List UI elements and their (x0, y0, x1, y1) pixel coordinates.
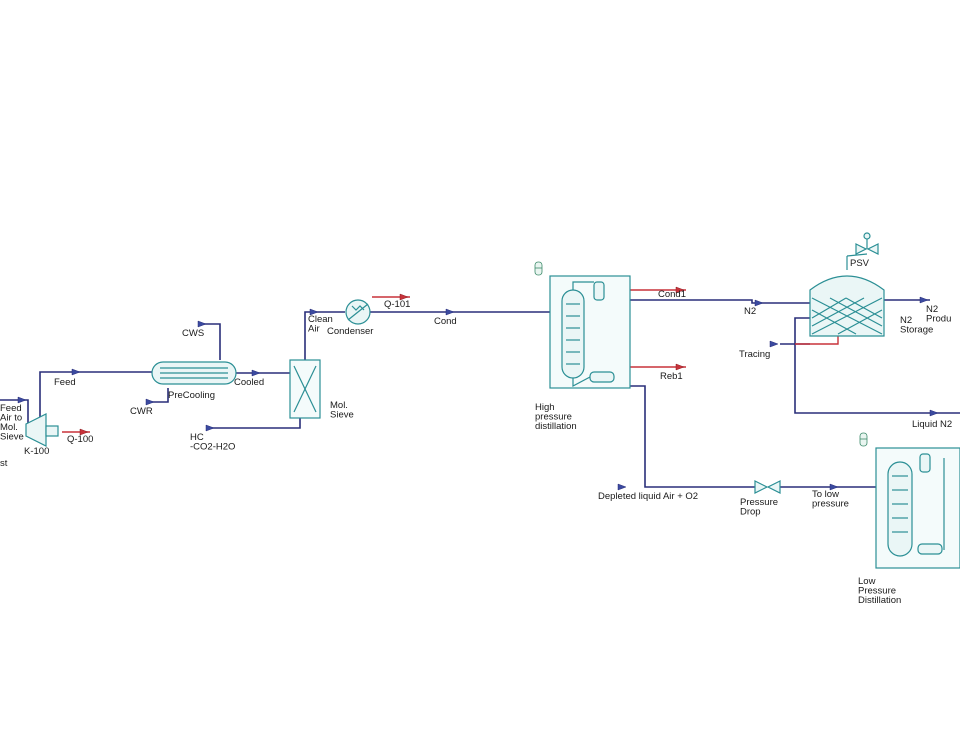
label-line: pressure (535, 412, 572, 423)
label-condenser: Condenser (327, 326, 373, 337)
arrow-cws (197, 320, 207, 328)
label-cond: Cond (434, 316, 457, 327)
label-line: Distillation (858, 595, 901, 606)
arrow-liquid-n2 (929, 409, 939, 417)
arrow-reb1 (675, 363, 685, 371)
label-q100: Q-100 (67, 434, 93, 445)
label-line: distillation (535, 421, 577, 432)
arrow-depleted (617, 483, 627, 491)
arrow-feed (71, 368, 81, 376)
stream-feed-air-in[interactable] (0, 399, 29, 428)
label-line: HC (190, 432, 204, 443)
precooling-heat-exchanger[interactable] (151, 361, 237, 385)
arrow-feed-air (17, 396, 27, 404)
label-depleted: Depleted liquid Air + O2 (598, 491, 698, 502)
mol-sieve-vessel[interactable] (289, 359, 321, 419)
stream-clean-air[interactable] (304, 311, 345, 360)
label-line: Sieve (330, 410, 354, 421)
label-line: Air (308, 324, 320, 335)
arrow-q100 (79, 428, 89, 436)
label-line: Produ (926, 314, 951, 325)
label-line: To low (812, 489, 839, 500)
label-line: N2 (926, 304, 938, 315)
label-liquid-n2: Liquid N2 (912, 419, 952, 430)
label-line: Pressure (740, 497, 778, 508)
label-line: High (535, 402, 555, 413)
psv-valve[interactable] (846, 232, 879, 257)
arrow-q101 (399, 293, 409, 301)
label-mol-sieve: Mol.Sieve (330, 400, 354, 421)
label-line: Clean (308, 314, 333, 325)
arrow-to-low-pressure (829, 483, 839, 491)
arrow-tracing (769, 340, 779, 348)
label-line: Low (858, 576, 876, 587)
label-cooled: Cooled (234, 377, 264, 388)
arrow-n2 (754, 299, 764, 307)
label-line: Drop (740, 507, 761, 518)
stream-cwr[interactable] (150, 388, 169, 403)
stream-depleted[interactable] (620, 385, 755, 488)
compressor-k100[interactable] (25, 413, 59, 447)
label-hc-co2-h2o: HC-CO2-H2O (190, 432, 235, 453)
stream-n2[interactable] (603, 299, 810, 304)
label-line: Storage (900, 325, 933, 336)
arrow-hc (205, 424, 215, 432)
label-psv: PSV (850, 258, 870, 269)
label-line: -CO2-H2O (190, 442, 235, 453)
stream-arrows (17, 286, 939, 491)
lp-distillation-column[interactable] (875, 447, 960, 569)
label-line: Feed (0, 403, 22, 414)
arrow-cwr (145, 398, 155, 406)
label-cond1: Cond1 (658, 289, 686, 300)
label-tracing: Tracing (739, 349, 770, 360)
label-q101: Q-101 (384, 299, 410, 310)
label-line: N2 (900, 315, 912, 326)
label-k100: K-100 (24, 446, 49, 457)
n2-storage-tank[interactable] (809, 256, 885, 337)
column-status-icon (859, 432, 868, 447)
label-cws: CWS (182, 328, 204, 339)
stream-hc-co2-h2o[interactable] (210, 418, 301, 429)
condenser-exchanger[interactable] (345, 299, 371, 325)
label-feed: Feed (54, 377, 76, 388)
stream-liquid-n2[interactable] (794, 317, 960, 414)
label-line: Air to (0, 413, 22, 424)
column-status-icon (534, 261, 543, 276)
label-line: Sieve (0, 432, 24, 443)
arrow-cooled (251, 369, 261, 377)
label-reb1: Reb1 (660, 371, 683, 382)
stream-feed[interactable] (39, 371, 155, 420)
arrow-n2-product (919, 296, 929, 304)
label-precooling: PreCooling (168, 390, 215, 401)
hp-distillation-column[interactable] (549, 275, 631, 389)
label-n2: N2 (744, 306, 756, 317)
pressure-drop-valve[interactable] (754, 480, 781, 494)
arrow-cond1 (675, 286, 685, 294)
label-line: pressure (812, 499, 849, 510)
arrow-cond (445, 308, 455, 316)
arrow-clean-air (309, 308, 319, 316)
label-line: Pressure (858, 586, 896, 597)
label-st: st (0, 458, 8, 469)
label-line: Mol. (330, 400, 348, 411)
label-cwr: CWR (130, 406, 153, 417)
label-line: Mol. (0, 422, 18, 433)
